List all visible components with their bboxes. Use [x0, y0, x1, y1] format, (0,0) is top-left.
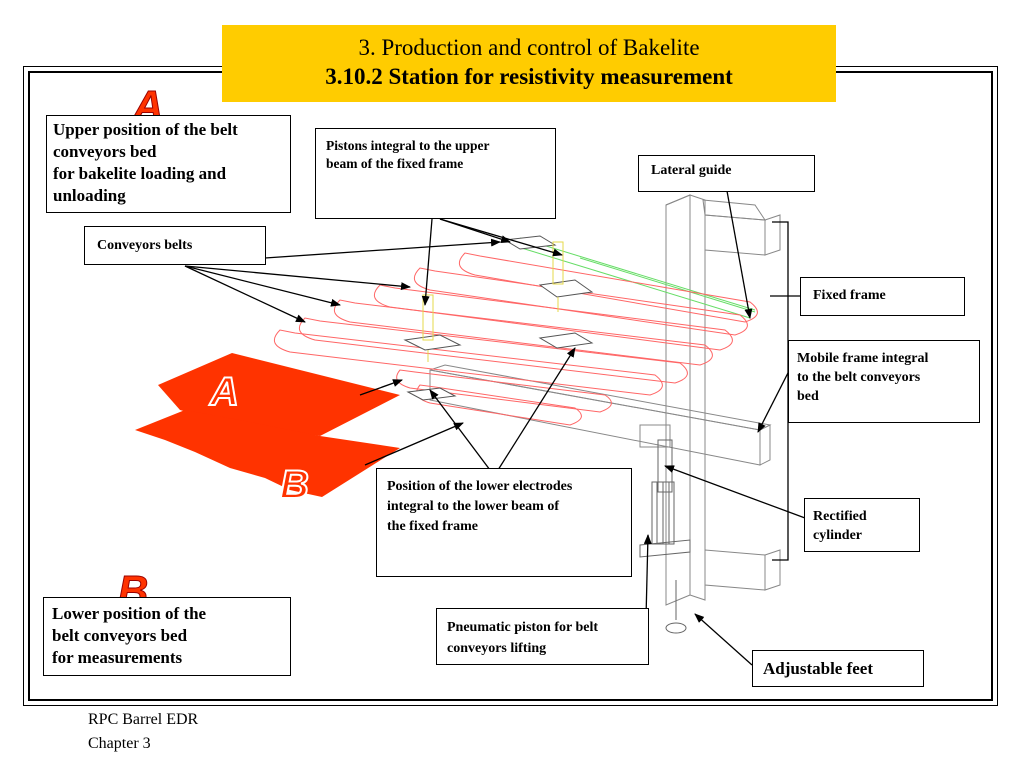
title-chapter: 3. Production and control of Bakelite [358, 35, 700, 60]
marker-a-sheet: A [209, 370, 239, 414]
fixed-frame-structure [665, 194, 781, 606]
marker-b-sheet: B [280, 463, 309, 507]
conveyor-belts [273, 252, 758, 426]
title-section: 3.10.2 Station for resistivity measureme… [325, 64, 733, 89]
bakelite-sheet-b [135, 410, 400, 497]
label-conveyors-belts: Conveyors belts [84, 226, 266, 265]
bakelite-sheets [135, 353, 400, 497]
bakelite-sheet-a [158, 353, 400, 436]
footer-project: RPC Barrel EDR [88, 711, 199, 728]
footer: RPC Barrel EDR Chapter 3 [88, 708, 198, 756]
pneumatic-piston-drawing [639, 439, 691, 634]
label-rectified-cylinder: Rectified cylinder [804, 498, 920, 552]
label-upper-position: Upper position of the belt conveyors bed… [46, 115, 291, 213]
label-lower-position: Lower position of the belt conveyors bed… [43, 597, 291, 676]
label-adjustable-feet: Adjustable feet [752, 650, 924, 687]
label-fixed-frame: Fixed frame [800, 277, 965, 316]
lateral-guide-lines [514, 237, 756, 319]
upper-pistons [422, 241, 564, 362]
label-lower-electrodes: Position of the lower electrodes integra… [376, 468, 632, 577]
label-mobile-frame: Mobile frame integral to the belt convey… [788, 340, 980, 423]
marker-glyphs: A A B B [118, 82, 310, 615]
label-pneumatic-piston: Pneumatic piston for belt conveyors lift… [436, 608, 649, 665]
footer-chapter: Chapter 3 [88, 735, 151, 752]
title-banner: 3. Production and control of Bakelite 3.… [222, 25, 836, 102]
label-pistons-upper: Pistons integral to the upper beam of th… [315, 128, 556, 219]
label-lateral-guide: Lateral guide [638, 155, 815, 192]
